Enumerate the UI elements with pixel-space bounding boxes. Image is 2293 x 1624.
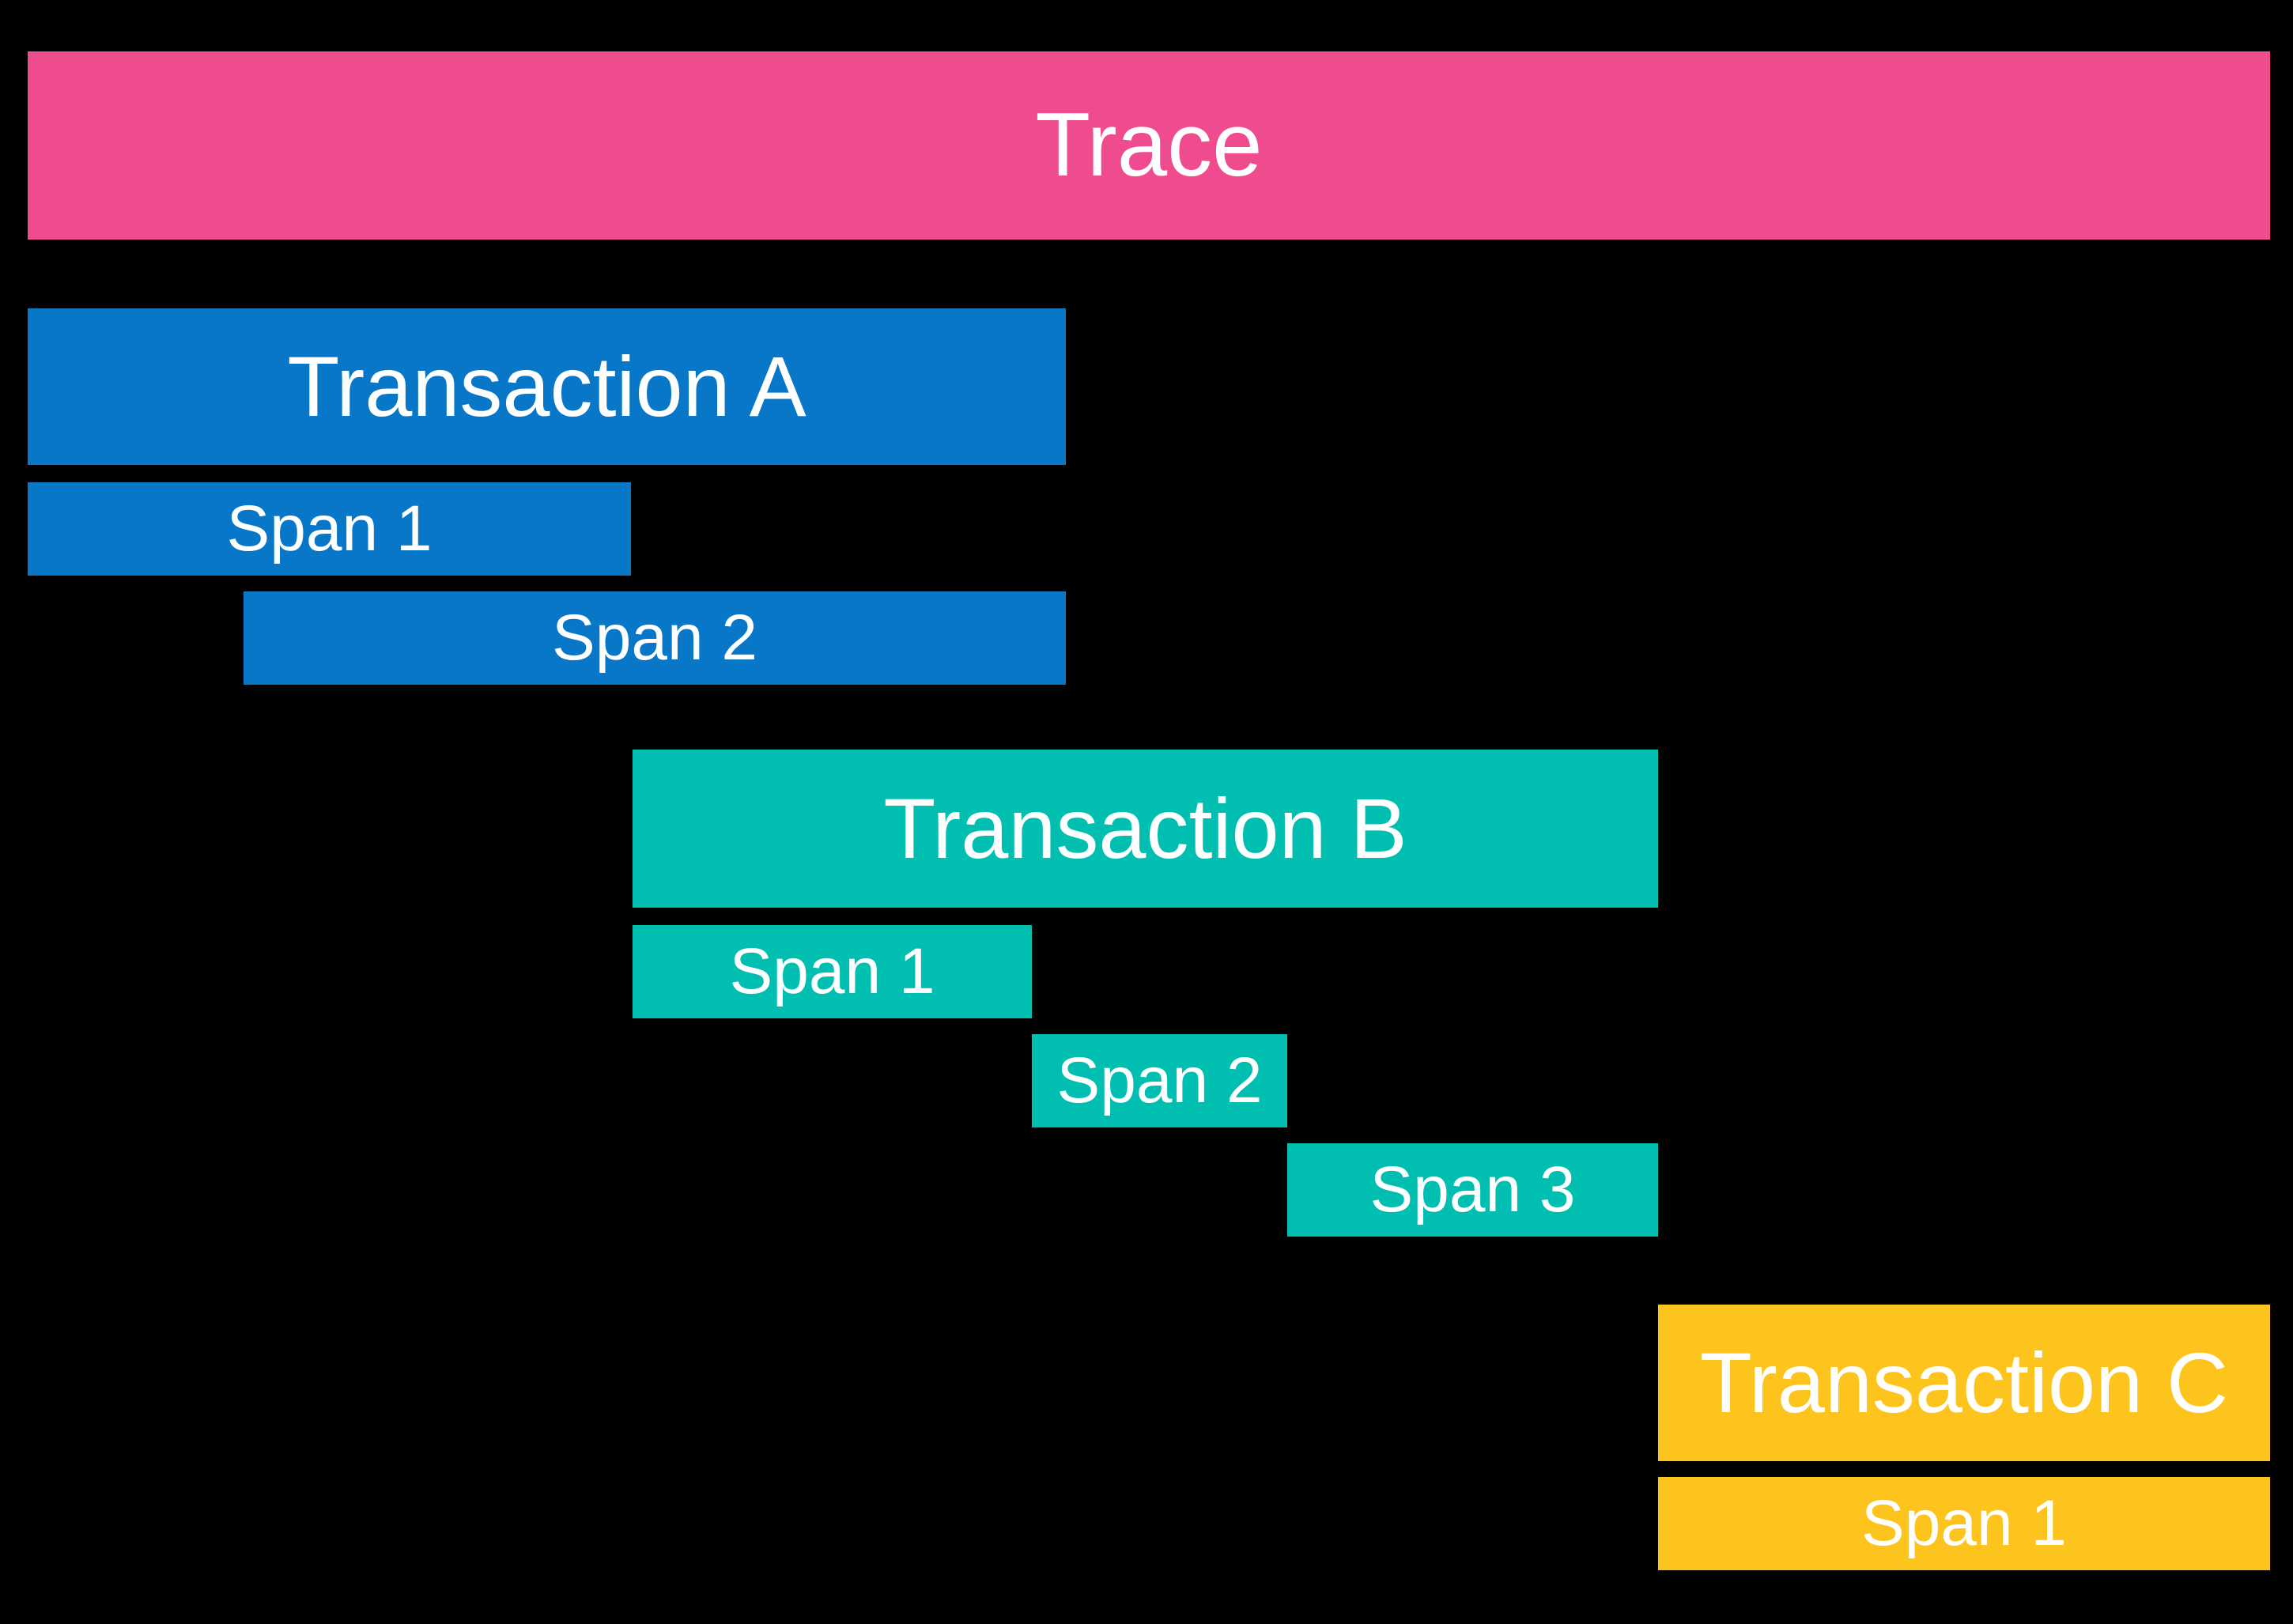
trace-bar: Trace	[28, 51, 2270, 240]
transaction-c-span-1-label: Span 1	[1861, 1487, 2067, 1559]
transaction-a-bar: Transaction A	[28, 308, 1066, 465]
transaction-a-span-1-label: Span 1	[226, 493, 433, 565]
transaction-c-label: Transaction C	[1699, 1335, 2229, 1430]
transaction-a-span-2-label: Span 2	[552, 602, 757, 674]
transaction-c-span-1-bar: Span 1	[1658, 1477, 2270, 1570]
transaction-b-span-1-label: Span 1	[729, 935, 935, 1007]
transaction-b-span-3-bar: Span 3	[1287, 1143, 1658, 1237]
transaction-a-label: Transaction A	[287, 338, 807, 434]
transaction-a-span-1-bar: Span 1	[28, 482, 631, 576]
transaction-b-span-1-bar: Span 1	[633, 925, 1032, 1018]
transaction-b-bar: Transaction B	[633, 750, 1658, 908]
transaction-b-span-3-label: Span 3	[1369, 1154, 1576, 1226]
transaction-b-span-2-label: Span 2	[1056, 1044, 1263, 1116]
transaction-b-span-2-bar: Span 2	[1032, 1034, 1287, 1127]
trace-label: Trace	[1035, 95, 1263, 195]
transaction-b-label: Transaction B	[883, 780, 1407, 876]
transaction-a-span-2-bar: Span 2	[244, 591, 1066, 685]
transaction-c-bar: Transaction C	[1658, 1305, 2270, 1461]
